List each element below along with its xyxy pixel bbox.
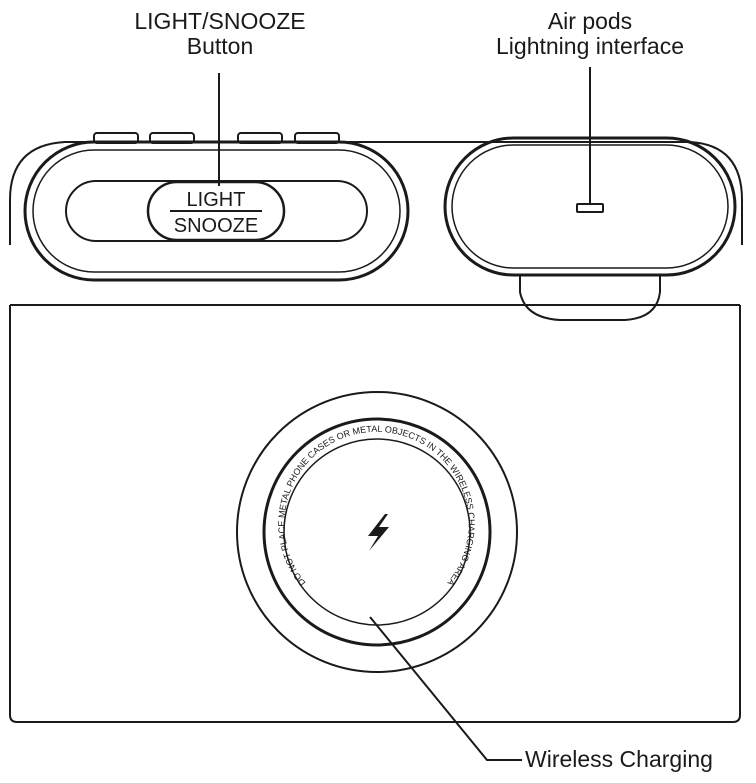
light-snooze-callout: LIGHT/SNOOZE Button bbox=[100, 9, 340, 59]
wireless-leader bbox=[369, 616, 522, 761]
wireless-charging-pad: DO NOT PLACE METAL PHONE CASES OR METAL … bbox=[236, 391, 518, 673]
light-snooze-module bbox=[23, 140, 410, 282]
airpods-callout: Air pods Lightning interface bbox=[450, 9, 730, 59]
ring-warning-text: DO NOT PLACE METAL PHONE CASES OR METAL … bbox=[276, 424, 476, 588]
light-snooze-callout-line1: LIGHT/SNOOZE bbox=[134, 8, 306, 34]
lightning-port bbox=[576, 203, 604, 213]
lightning-bolt-icon bbox=[368, 514, 389, 551]
wireless-charging-callout: Wireless Charging bbox=[525, 746, 713, 772]
airpods-callout-line2: Lightning interface bbox=[496, 33, 684, 59]
button-light-text: LIGHT bbox=[187, 189, 246, 211]
light-snooze-button[interactable] bbox=[146, 180, 286, 242]
device-body bbox=[9, 141, 743, 723]
button-snooze-text: SNOOZE bbox=[174, 215, 258, 237]
airpods-callout-line1: Air pods bbox=[547, 8, 633, 34]
leader-lines bbox=[218, 67, 591, 761]
light-snooze-callout-line2: Button bbox=[186, 33, 254, 59]
